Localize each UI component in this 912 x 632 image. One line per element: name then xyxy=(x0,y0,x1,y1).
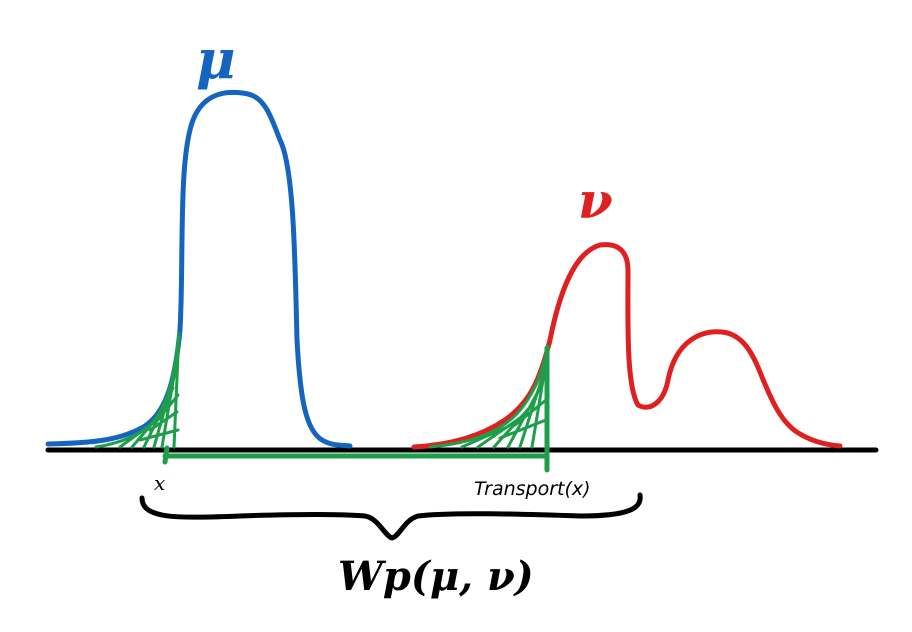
mu-tail-shading xyxy=(94,331,181,449)
distance-brace xyxy=(139,492,643,541)
x-point-label: x xyxy=(154,471,165,495)
nu-tail-shading xyxy=(428,344,550,449)
wasserstein-distance-label: Wp(μ, ν) xyxy=(338,553,534,600)
mu-distribution-curve xyxy=(45,89,353,449)
nu-distribution-curve xyxy=(411,242,843,450)
transport-x-label: Transport(x) xyxy=(474,478,591,500)
transport-map-line xyxy=(162,345,550,473)
nu-label: ν xyxy=(578,171,613,230)
mu-label: μ xyxy=(196,27,236,91)
